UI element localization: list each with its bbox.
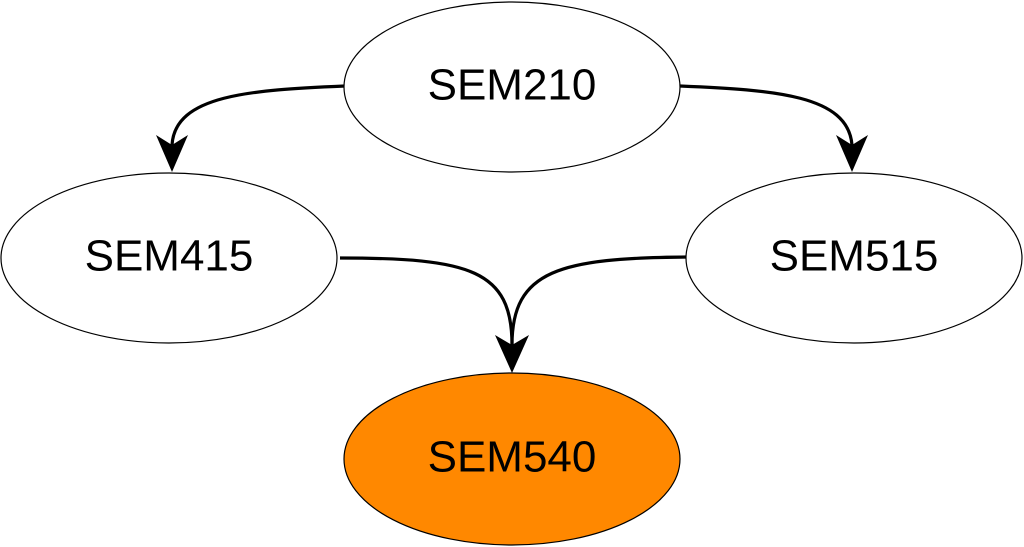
node-sem540-label: SEM540	[428, 433, 597, 482]
arrowhead-sem515	[836, 135, 868, 172]
edge-sem415-to-sem540	[339, 256, 514, 346]
node-sem515-label: SEM515	[770, 232, 939, 281]
edge-sem210-to-sem415	[170, 84, 346, 146]
node-sem210-shape	[343, 1, 681, 173]
node-sem515-shape	[685, 172, 1023, 344]
node-sem210-label: SEM210	[428, 61, 597, 110]
arrowhead-sem540	[495, 335, 529, 373]
arrowhead-sem415	[156, 135, 188, 172]
node-sem415-label: SEM415	[85, 232, 254, 281]
edge-sem210-to-sem515	[679, 84, 854, 146]
node-sem540-shape	[343, 372, 681, 546]
edges	[156, 84, 868, 373]
node-sem415: SEM415	[0, 172, 338, 344]
node-sem540: SEM540	[343, 372, 681, 546]
node-sem415-shape	[0, 172, 338, 344]
node-sem210: SEM210	[343, 1, 681, 173]
edge-sem515-to-sem540	[510, 255, 689, 346]
node-sem515: SEM515	[685, 172, 1023, 344]
